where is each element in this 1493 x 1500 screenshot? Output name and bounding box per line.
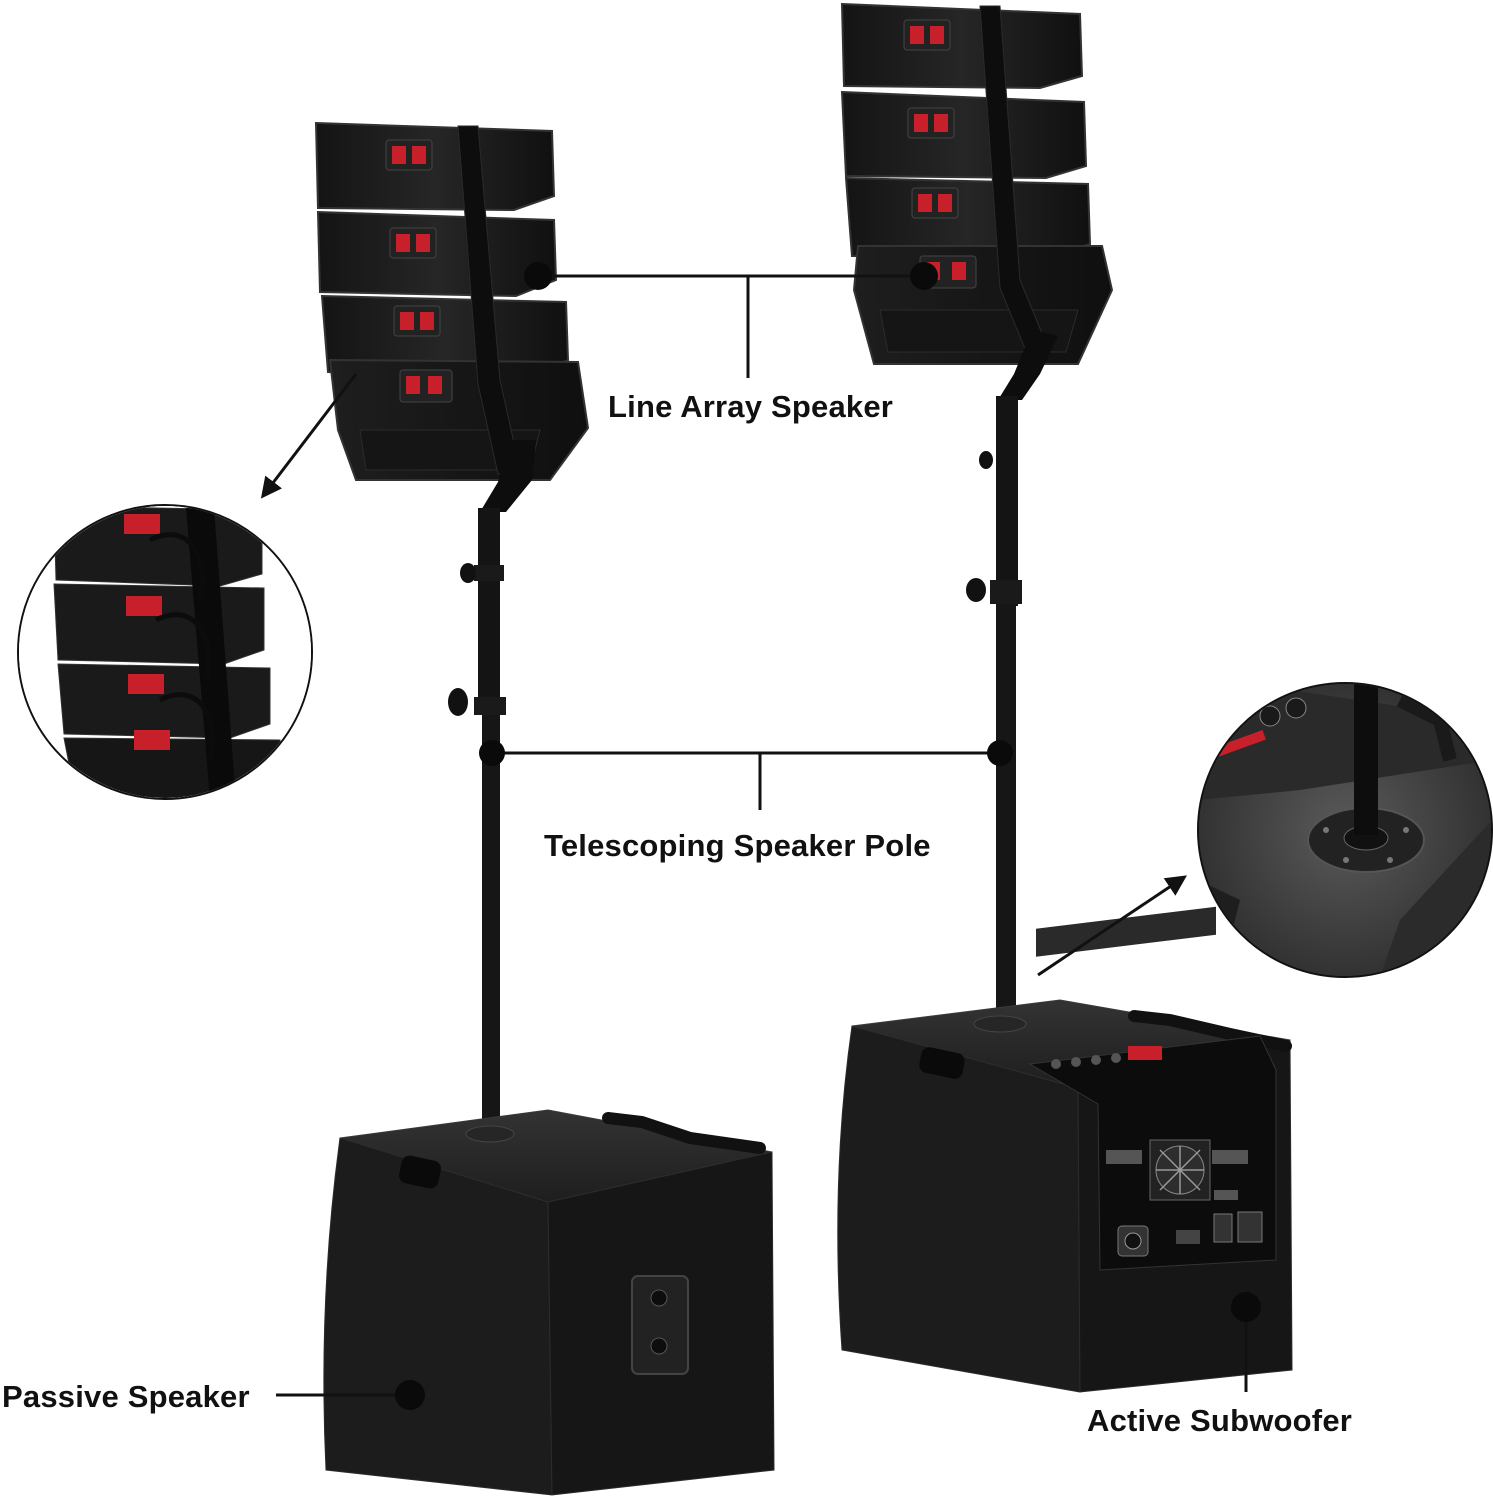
passive-dot xyxy=(395,1380,425,1410)
callout-dots xyxy=(395,262,1261,1410)
active-subwoofer-cabinet xyxy=(837,906,1293,1393)
right-array-box-4 xyxy=(852,245,1114,365)
pole-dot-right xyxy=(987,740,1013,766)
left-array-box-4 xyxy=(328,358,590,481)
right-array-box-1 xyxy=(840,2,1084,90)
right-line-array-speaker xyxy=(840,2,1114,400)
passive-speaker-cabinet xyxy=(323,1109,775,1496)
line-array-dot-right xyxy=(910,262,938,290)
left-zoom-inset xyxy=(17,504,313,800)
right-array-box-2 xyxy=(840,90,1088,180)
left-line-array-speaker xyxy=(314,121,590,512)
amplifier-panel xyxy=(1028,906,1277,1271)
passive-speaker-label: Passive Speaker xyxy=(2,1379,250,1414)
left-telescoping-pole xyxy=(448,508,506,1142)
right-telescoping-pole xyxy=(966,396,1022,1024)
left-array-mount-arm xyxy=(480,440,536,512)
right-array-mount-arm xyxy=(998,330,1058,400)
left-array-box-3 xyxy=(320,294,570,380)
callout-lines xyxy=(260,274,1248,1397)
line-array-speaker-label: Line Array Speaker xyxy=(608,389,894,424)
left-array-box-2 xyxy=(316,210,558,298)
active-subwoofer-label: Active Subwoofer xyxy=(1087,1403,1353,1438)
line-array-dot-left xyxy=(524,262,552,290)
right-zoom-inset xyxy=(1197,682,1493,978)
left-array-box-1 xyxy=(314,121,556,212)
pole-dot-left xyxy=(479,740,505,766)
telescoping-pole-label: Telescoping Speaker Pole xyxy=(544,828,931,863)
active-dot xyxy=(1231,1292,1261,1322)
